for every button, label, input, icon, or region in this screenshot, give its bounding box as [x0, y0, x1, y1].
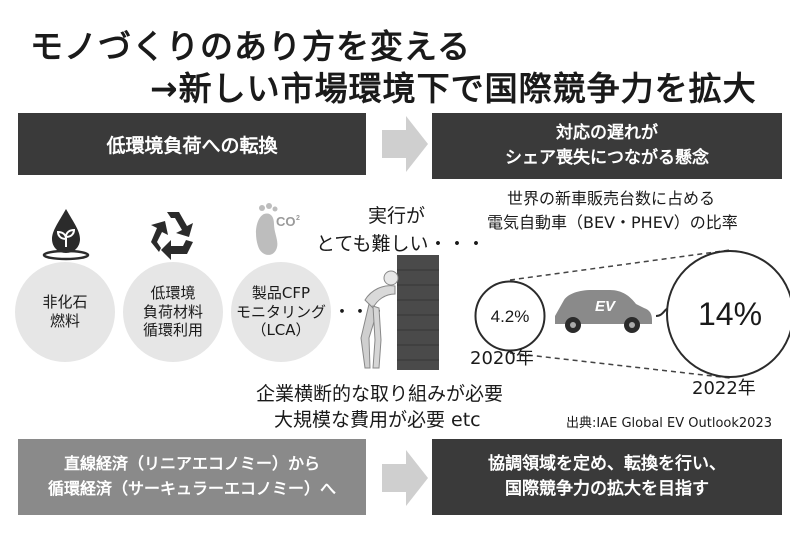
ev-chart-heading-line-1: 世界の新車販売台数に占める: [507, 189, 716, 208]
requirements-line-1: 企業横断的な取り組みが必要: [256, 383, 504, 405]
item-3-line-3: （LCA）: [251, 321, 311, 340]
year-label-2020: 2020年: [470, 348, 534, 369]
svg-text:2: 2: [296, 215, 300, 222]
difficulty-line-1: 実行が: [368, 205, 426, 227]
person-pushing-wall-illustration: [360, 255, 439, 370]
item-2-line-1: 低環境: [150, 283, 196, 302]
item-circle-fossil-free: 非化石 燃料: [15, 262, 115, 362]
item-3-line-2: モニタリング: [235, 302, 326, 321]
ev-share-value-label: 4.2%: [491, 307, 530, 326]
item-3-line-1: 製品CFP: [251, 283, 311, 302]
item-2-line-2: 負荷材料: [142, 302, 203, 321]
top-right-box: 対応の遅れが シェア喪失につながる懸念: [432, 113, 782, 179]
electric-car-icon: EV: [555, 290, 682, 333]
requirements-line-2: 大規模な費用が必要 etc: [274, 409, 481, 431]
title-line-1: モノづくりのあり方を変える: [30, 27, 472, 66]
item-circle-materials: 低環境 負荷材料 循環利用: [123, 262, 223, 362]
bottom-left-box-line-1: 直線経済（リニアエコノミー）から: [63, 454, 320, 474]
right-arrow-icon-bottom: [382, 450, 428, 506]
right-arrow-icon: [382, 116, 428, 172]
item-circle-cfp: 製品CFP モニタリング （LCA）: [231, 262, 331, 362]
ev-share-bubble: [666, 250, 790, 378]
top-right-box-line-2: シェア喪失につながる懸念: [505, 148, 709, 168]
svg-text:CO: CO: [276, 214, 296, 229]
water-drop-leaf-icon: [42, 209, 90, 261]
bottom-left-box-line-2: 循環経済（サーキュラーエコノミー）へ: [47, 479, 336, 498]
ev-chart-heading-line-2: 電気自動車（BEV・PHEV）の比率: [487, 213, 738, 232]
top-left-box: 低環境負荷への転換: [18, 113, 366, 175]
co2-footprint-icon: CO 2: [256, 203, 300, 255]
item-2-line-3: 循環利用: [142, 321, 203, 340]
difficulty-line-2: とても難しい・・・: [316, 233, 486, 255]
ev-share-chart: EV 4.2% 14%: [474, 249, 790, 379]
year-label-2022: 2022年: [692, 378, 756, 399]
bottom-left-box: 直線経済（リニアエコノミー）から 循環経済（サーキュラーエコノミー）へ: [18, 439, 366, 515]
bottom-right-box-line-2: 国際競争力の拡大を目指す: [505, 479, 709, 499]
top-right-box-line-1: 対応の遅れが: [556, 123, 658, 144]
ev-share-bubble: [474, 280, 546, 352]
title-line-2: →新しい市場環境下で国際競争力を拡大: [150, 69, 757, 108]
recycle-icon: [151, 212, 193, 260]
ev-icon-label: EV: [595, 298, 617, 315]
bottom-right-box: 協調領域を定め、転換を行い、 国際競争力の拡大を目指す: [432, 439, 782, 515]
ev-share-value-label: 14%: [698, 296, 762, 332]
top-left-box-label: 低環境負荷への転換: [106, 134, 278, 157]
item-1-line-1: 非化石: [42, 293, 88, 312]
source-note: 出典:IAE Global EV Outlook2023: [566, 416, 772, 431]
bottom-right-box-line-1: 協調領域を定め、転換を行い、: [488, 453, 726, 474]
item-1-line-2: 燃料: [49, 312, 80, 330]
